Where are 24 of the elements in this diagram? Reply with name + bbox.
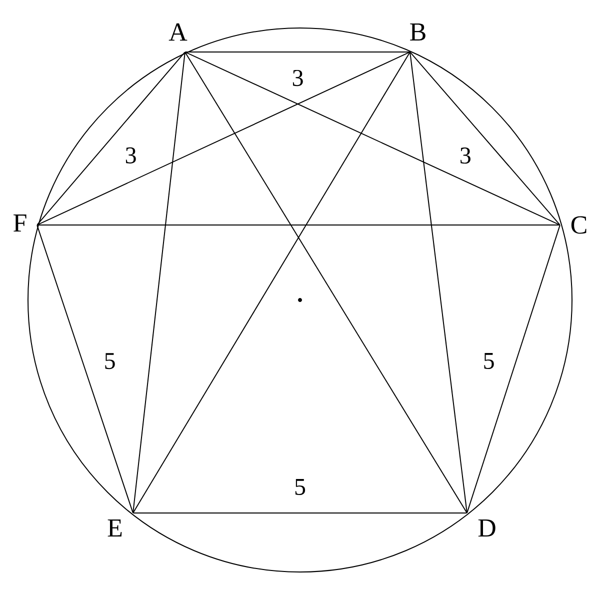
chord xyxy=(410,52,560,226)
vertex-label: B xyxy=(410,23,426,41)
chord xyxy=(184,52,560,226)
edge-label: 3 xyxy=(126,147,136,164)
edge-label: 3 xyxy=(460,148,470,164)
chord xyxy=(36,52,410,226)
chord xyxy=(132,512,468,514)
vertex-label: E xyxy=(108,520,122,537)
vertex-label: D xyxy=(478,519,496,537)
chord xyxy=(132,52,410,514)
chord xyxy=(36,224,560,226)
edge-label: 5 xyxy=(105,353,115,370)
edge-label: 3 xyxy=(292,70,303,86)
chord xyxy=(184,52,468,514)
vertex-label: A xyxy=(168,23,188,41)
edge-label: 5 xyxy=(295,479,306,495)
chord xyxy=(36,224,134,514)
chord xyxy=(36,52,186,226)
chord xyxy=(410,52,468,514)
chord xyxy=(132,52,186,514)
edge-label: 5 xyxy=(484,353,494,369)
vertex-label: F xyxy=(14,214,26,232)
vertex-label: C xyxy=(571,216,586,234)
chord xyxy=(466,224,560,514)
